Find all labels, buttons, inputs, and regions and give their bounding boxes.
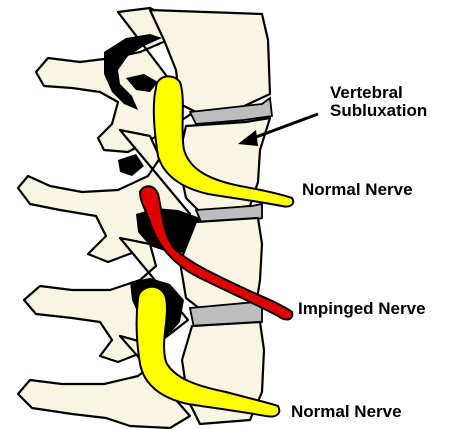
subluxation-line-1: Vertebral <box>330 84 427 102</box>
normal-nerve-bottom-label: Normal Nerve <box>291 403 402 421</box>
facet-shading-middle <box>118 154 144 176</box>
vertebral-subluxation-label: Vertebral Subluxation <box>330 84 427 120</box>
normal-nerve-top-label: Normal Nerve <box>302 181 413 199</box>
impinged-nerve-label: Impinged Nerve <box>298 300 426 318</box>
subluxation-line-2: Subluxation <box>330 102 427 120</box>
